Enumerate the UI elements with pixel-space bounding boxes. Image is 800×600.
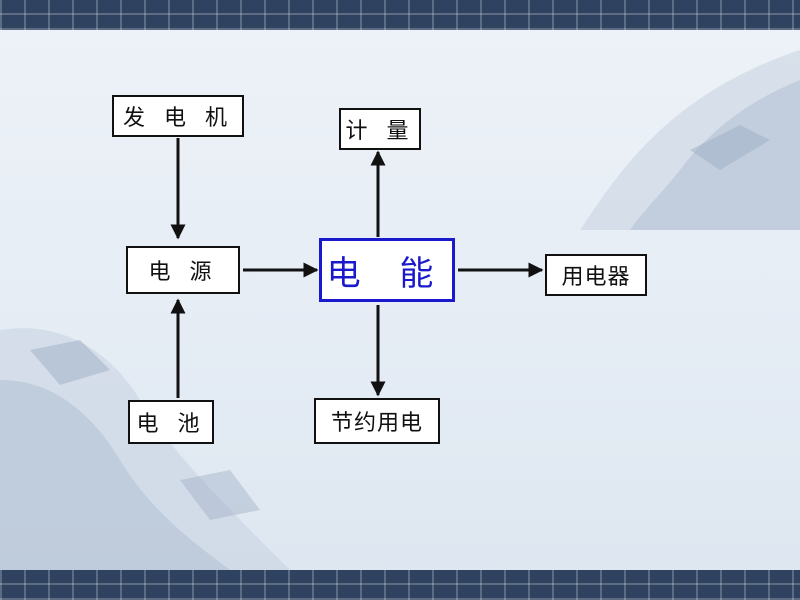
great-wall-decoration-right	[580, 50, 800, 230]
node-battery: 电 池	[128, 400, 214, 444]
node-generator: 发 电 机	[112, 95, 244, 137]
node-saving-electricity: 节约用电	[314, 398, 440, 444]
bottom-brick-border	[0, 570, 800, 600]
top-brick-border	[0, 0, 800, 30]
great-wall-decoration-left	[0, 328, 290, 570]
node-metering: 计 量	[339, 108, 421, 150]
node-appliance: 用电器	[545, 254, 647, 296]
node-source: 电 源	[126, 246, 240, 294]
node-electric-energy: 电 能	[319, 238, 455, 302]
